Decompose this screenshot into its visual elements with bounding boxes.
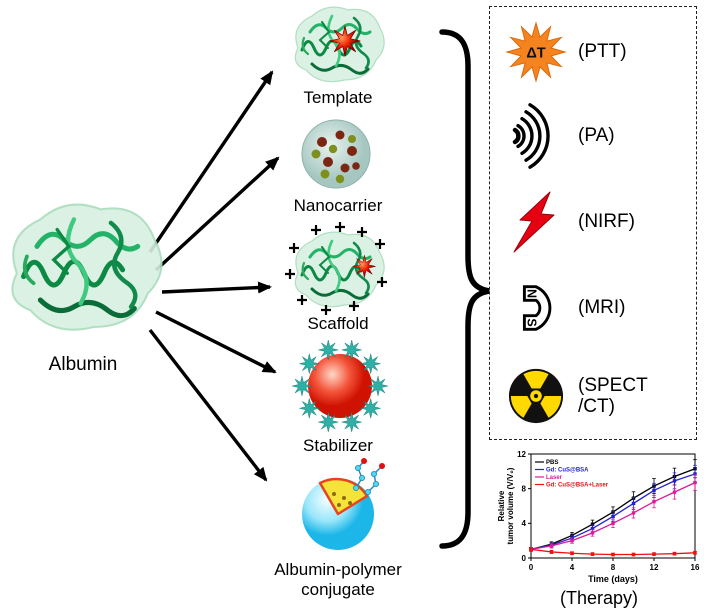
- role-label-scaffold: Scaffold: [307, 314, 369, 333]
- role-label-stabilizer: Stabilizer: [303, 436, 373, 455]
- plus-charges: [285, 222, 387, 315]
- drug-dots-olive: [311, 135, 356, 184]
- albumin-label: Albumin: [48, 354, 118, 375]
- modality-label-nirf: (NIRF): [578, 211, 635, 233]
- svg-text:Gd: CuS@BSA: Gd: CuS@BSA: [546, 468, 589, 474]
- photothermal-star-icon: [352, 254, 376, 278]
- role-label-template: Template: [303, 88, 373, 107]
- svg-text:8: 8: [611, 563, 616, 572]
- modality-row-pa: (PA): [502, 99, 692, 173]
- svg-text:0: 0: [529, 563, 534, 572]
- therapy-caption: (Therapy): [559, 588, 639, 608]
- magnet-pole-n: N: [525, 289, 539, 298]
- acoustic-waves-icon: [512, 103, 550, 169]
- svg-text:8: 8: [522, 484, 527, 493]
- magnet-pole-s: S: [525, 318, 539, 326]
- curly-brace: [439, 29, 490, 549]
- svg-text:4: 4: [570, 563, 575, 572]
- role-label-conjugate: Albumin-polymer conjugate: [274, 560, 402, 600]
- svg-text:4: 4: [522, 519, 527, 528]
- modality-row-mri: N S (MRI): [502, 271, 692, 345]
- modality-row-spect-ct: (SPECT /CT): [502, 359, 692, 433]
- fanout-arrows: [148, 70, 280, 482]
- stabilizer-graphic: [291, 339, 389, 433]
- modality-label-pa: (PA): [578, 125, 615, 147]
- modality-label-spect-ct: (SPECT /CT): [578, 374, 648, 417]
- svg-text:16: 16: [691, 563, 700, 572]
- photothermal-star-icon: [329, 25, 361, 57]
- svg-text:Relativetumor volume (V/V₀): Relativetumor volume (V/V₀): [497, 467, 515, 544]
- drug-dots-maroon: [317, 130, 360, 173]
- svg-text:Gd: CuS@BSA+Laser: Gd: CuS@BSA+Laser: [546, 483, 609, 489]
- delta-t-symbol: ΔT: [526, 45, 545, 61]
- modality-row-ptt: ΔT (PTT): [502, 15, 692, 89]
- horseshoe-magnet-icon: N S: [522, 285, 552, 331]
- svg-text:Laser: Laser: [546, 475, 563, 481]
- svg-text:0: 0: [522, 554, 527, 563]
- role-label-nanocarrier: Nanocarrier: [293, 196, 383, 215]
- radiation-trefoil-icon: [508, 368, 564, 424]
- wedge-dots: [332, 492, 352, 507]
- scaffold-graphic: [285, 222, 387, 315]
- modality-panel: ΔT (PTT) (PA): [489, 6, 697, 440]
- template-graphic: [293, 5, 386, 84]
- polymer-chains: [353, 458, 385, 495]
- nanocarrier-graphic: [301, 119, 371, 189]
- svg-text:12: 12: [650, 563, 659, 572]
- heat-starburst-icon: ΔT: [505, 21, 567, 83]
- svg-text:PBS: PBS: [546, 460, 558, 466]
- svg-text:12: 12: [517, 450, 526, 459]
- albumin-structure-graphic: [0, 196, 168, 337]
- modality-row-nirf: (NIRF): [502, 185, 692, 259]
- modality-label-ptt: (PTT): [578, 41, 627, 63]
- modality-label-mri: (MRI): [578, 297, 626, 319]
- svg-text:Time (days): Time (days): [588, 574, 638, 584]
- lightning-bolt-icon: [513, 191, 555, 253]
- conjugate-graphic: [302, 458, 385, 550]
- red-nanoparticle: [308, 354, 372, 418]
